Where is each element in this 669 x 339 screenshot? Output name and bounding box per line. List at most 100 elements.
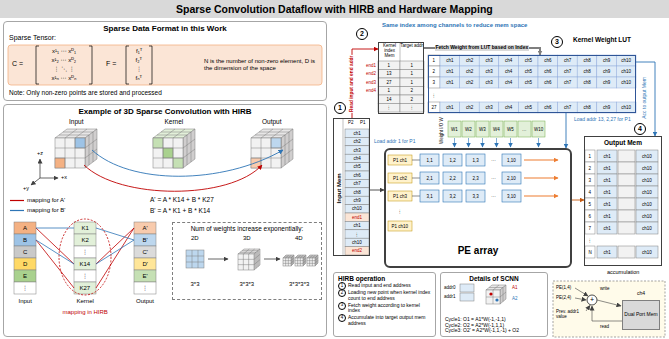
- connector: [370, 190, 384, 191]
- lut-cell: [558, 102, 578, 113]
- cube-grid: [65, 129, 77, 138]
- hirb-ring: [59, 219, 111, 295]
- node-text: Kernel Weight LUT: [567, 36, 637, 43]
- label-text: accumulation: [607, 269, 639, 275]
- label-text: ⋮: [432, 93, 437, 98]
- label-text: ch10: [642, 178, 652, 183]
- lut-cell: [577, 55, 597, 66]
- output-mem-cell: [597, 198, 617, 210]
- input-mem-cell: [345, 154, 369, 162]
- label-text: W5: [507, 127, 514, 132]
- axis: [40, 178, 58, 179]
- output-mem-cell: [618, 150, 635, 162]
- input-mem-cell: [345, 196, 369, 204]
- label-text: ch8: [584, 69, 591, 74]
- lut-cell: [499, 102, 519, 113]
- cube-grid: [243, 254, 244, 270]
- table-cell: [378, 61, 400, 70]
- cube-front: [153, 138, 183, 168]
- pe-array: PE array: [384, 148, 572, 268]
- pe-cell: [443, 190, 462, 202]
- label-text: ch10: [642, 154, 652, 159]
- label-text: ch8: [584, 58, 591, 63]
- cube-grid: [63, 132, 93, 133]
- lut-cell: [440, 55, 460, 66]
- callout-number: 1: [334, 102, 346, 114]
- weight-cell: [518, 121, 531, 137]
- weight-cell: [504, 121, 517, 137]
- label-text: ch10: [642, 250, 652, 255]
- label-text: 3*3: [191, 281, 200, 288]
- lut-cell: [499, 55, 519, 66]
- label-text: 1,3: [473, 158, 479, 163]
- label-text: 3*3*3*3: [289, 281, 309, 288]
- output-mem-cell: [636, 150, 658, 162]
- label-text: C =: [12, 60, 23, 68]
- cube-grid: [55, 148, 85, 149]
- cube-grid: [242, 250, 258, 251]
- callout-number: 3: [551, 36, 563, 48]
- cube-grid: [183, 149, 195, 158]
- cube-grid: [315, 258, 318, 261]
- lut-cell: [460, 55, 480, 66]
- detail-box: Details of SCNNCycle1: O1 = A1*W(-1,-1,1…: [440, 272, 548, 337]
- cube-grid: [59, 135, 89, 136]
- pe-cell: [502, 172, 521, 184]
- lut-index: [428, 66, 440, 77]
- output-cell: [134, 234, 156, 246]
- weight-wire: [538, 138, 539, 147]
- cube-grid: [153, 148, 183, 149]
- output-cell: [134, 246, 156, 258]
- output-cell: [134, 282, 156, 294]
- kernel-cell: [74, 234, 96, 246]
- label-text: ch1: [446, 80, 453, 85]
- label-text: E: [23, 273, 27, 280]
- pe-input: [388, 155, 412, 165]
- cube-grid: [285, 256, 293, 257]
- output-mem-cell: [597, 222, 617, 234]
- input-cell: [14, 258, 36, 270]
- cube-grid: [238, 264, 254, 265]
- cube-grid: [258, 251, 259, 267]
- label-text: ch9: [354, 198, 361, 203]
- weight-wire: [454, 138, 455, 147]
- memory-table: Kernel index MemTarget addr: [378, 42, 424, 114]
- label-text: ch10: [642, 166, 652, 171]
- label-text: ch2: [354, 139, 361, 144]
- cube-grid: [243, 249, 249, 254]
- label-text: 1: [433, 58, 436, 63]
- label-text: C: [23, 249, 27, 256]
- callout-number: 2: [356, 28, 368, 40]
- cube-grid: [291, 260, 294, 263]
- label-text: ch8: [584, 105, 591, 110]
- label-text: 3: [433, 80, 436, 85]
- label-text: ch4: [505, 69, 512, 74]
- node-text: Num of weights increase exponentially:: [191, 225, 304, 232]
- label-text: +z: [37, 150, 43, 156]
- voxel-cube: [153, 129, 195, 168]
- connector: [572, 200, 584, 201]
- label-text: ch6: [544, 58, 551, 63]
- lut-cell: [597, 66, 617, 77]
- label-text: ch1: [604, 154, 611, 159]
- output-mem-cell: [636, 186, 658, 198]
- label-text: ⋮: [82, 273, 88, 280]
- label-text: ch10: [621, 69, 631, 74]
- label-text: 2: [411, 88, 414, 93]
- label-text: Output: [136, 298, 154, 305]
- node-text: Output Mem: [604, 139, 642, 146]
- label-text: K27: [80, 285, 91, 292]
- label-text: ch6: [544, 69, 551, 74]
- label-text: 6: [589, 214, 592, 219]
- label-text: 2D: [191, 235, 199, 242]
- lut-cell: [577, 102, 597, 113]
- cube-grid: [248, 254, 249, 270]
- lut-index: [428, 102, 440, 113]
- weight-wire: [482, 138, 483, 147]
- node-text: 3: [555, 38, 559, 46]
- lut-cell: [460, 66, 480, 77]
- cube-grid: [191, 132, 192, 162]
- voxel: [55, 158, 65, 168]
- output-mem-cell: [618, 186, 635, 198]
